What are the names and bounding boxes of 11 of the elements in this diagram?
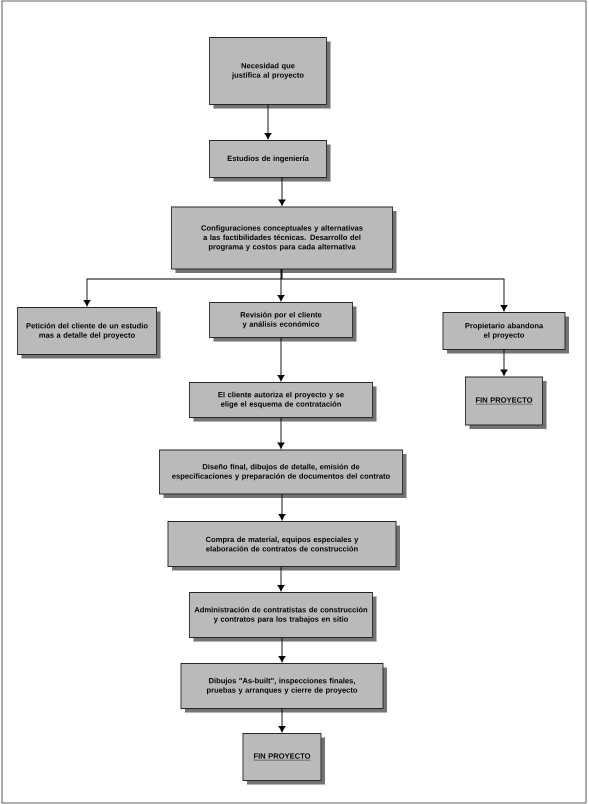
arrow (278, 338, 284, 382)
arrow (278, 708, 286, 732)
arrow (264, 104, 272, 140)
arrow (278, 494, 286, 520)
arrow (278, 566, 284, 592)
arrow (282, 269, 508, 312)
arrow (278, 178, 286, 206)
arrow (278, 418, 284, 449)
arrow (500, 350, 508, 376)
arrow (278, 638, 286, 662)
arrow (278, 269, 284, 302)
